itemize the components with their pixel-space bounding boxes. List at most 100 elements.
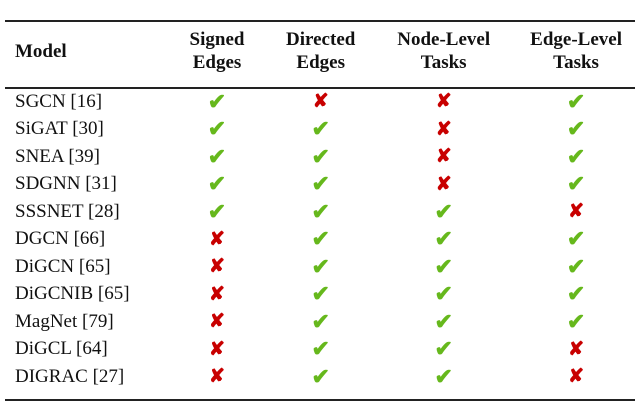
check-icon: ✔ bbox=[434, 336, 453, 362]
feature-cell: ✔ bbox=[271, 171, 370, 199]
table-row: DIGRAC [27]✘✔✔✘ bbox=[5, 363, 635, 391]
header-rule bbox=[5, 87, 635, 89]
feature-cell: ✔ bbox=[271, 281, 370, 309]
cross-icon: ✘ bbox=[568, 366, 585, 388]
header-text: Node-Level bbox=[397, 29, 491, 50]
feature-cell: ✔ bbox=[517, 308, 635, 336]
check-icon: ✔ bbox=[434, 198, 453, 224]
model-name: DiGCL [64] bbox=[15, 338, 108, 360]
check-icon: ✔ bbox=[311, 336, 330, 362]
feature-cell: ✔ bbox=[370, 253, 517, 281]
header-text: Model bbox=[15, 40, 67, 62]
model-name: DIGRAC [27] bbox=[15, 365, 125, 387]
cross-icon: ✘ bbox=[209, 338, 225, 360]
feature-cell: ✘ bbox=[370, 82, 517, 116]
feature-cell: ✘ bbox=[163, 308, 271, 336]
feature-cell: ✔ bbox=[370, 336, 517, 364]
top-rule bbox=[5, 20, 635, 22]
feature-cell: ✘ bbox=[163, 253, 271, 281]
check-icon: ✔ bbox=[207, 143, 227, 169]
check-icon: ✔ bbox=[566, 116, 586, 142]
check-icon: ✔ bbox=[566, 226, 586, 252]
check-icon: ✔ bbox=[207, 198, 227, 224]
feature-cell: ✔ bbox=[517, 253, 635, 281]
header-text: Tasks bbox=[420, 52, 467, 73]
table-row: SiGAT [30] ✔ ✔ ✘ ✔ bbox=[5, 116, 635, 144]
feature-cell: ✘ bbox=[163, 336, 271, 364]
check-icon: ✔ bbox=[207, 116, 227, 142]
table-row: SDGNN [31]✔✔✘✔ bbox=[5, 171, 635, 199]
feature-cell: ✘ bbox=[517, 336, 635, 364]
cross-icon: ✘ bbox=[209, 228, 225, 250]
cross-icon: ✘ bbox=[435, 91, 452, 113]
check-icon: ✔ bbox=[566, 308, 586, 334]
model-name: DGCN [66] bbox=[15, 228, 106, 250]
feature-cell: ✔ bbox=[163, 171, 271, 199]
check-icon: ✔ bbox=[207, 171, 227, 197]
feature-cell: ✔ bbox=[271, 116, 370, 144]
header-text: Tasks bbox=[553, 52, 599, 73]
cross-icon: ✘ bbox=[568, 338, 585, 360]
feature-cell: ✔ bbox=[517, 82, 635, 116]
feature-cell: ✘ bbox=[370, 116, 517, 144]
feature-cell: ✘ bbox=[163, 281, 271, 309]
table-row: SGCN [16]✔✘✘✔ bbox=[5, 82, 635, 116]
feature-cell: ✔ bbox=[271, 143, 370, 171]
cross-icon: ✘ bbox=[209, 256, 225, 278]
header-text: Directed bbox=[286, 29, 356, 50]
header-text: Edge-Level bbox=[530, 29, 622, 50]
check-icon: ✔ bbox=[311, 226, 330, 252]
check-icon: ✔ bbox=[311, 116, 330, 142]
check-icon: ✔ bbox=[311, 253, 330, 279]
check-icon: ✔ bbox=[311, 308, 330, 334]
check-icon: ✔ bbox=[311, 281, 330, 307]
feature-cell: ✔ bbox=[271, 363, 370, 391]
feature-cell: ✔ bbox=[370, 363, 517, 391]
feature-cell: ✔ bbox=[517, 281, 635, 309]
model-name: MagNet [79] bbox=[15, 310, 114, 332]
feature-cell: ✔ bbox=[271, 308, 370, 336]
table-row: DiGCNIB [65] ✘ ✔ ✔ ✔ bbox=[5, 281, 635, 309]
check-icon: ✔ bbox=[566, 171, 586, 197]
check-icon: ✔ bbox=[434, 253, 453, 279]
check-icon: ✔ bbox=[566, 281, 586, 307]
check-icon: ✔ bbox=[566, 88, 586, 114]
check-icon: ✔ bbox=[311, 143, 330, 169]
table-row: DiGCL [64] ✘ ✔ ✔ ✘ bbox=[5, 336, 635, 364]
feature-cell: ✘ bbox=[517, 198, 635, 226]
feature-cell: ✔ bbox=[271, 198, 370, 226]
header-text: Edges bbox=[192, 52, 242, 73]
model-name: SNEA [39] bbox=[15, 145, 100, 167]
feature-cell: ✘ bbox=[517, 363, 635, 391]
model-name: SSSNET [28] bbox=[15, 200, 120, 222]
table-row: DiGCN [65]✘✔✔✔ bbox=[5, 253, 635, 281]
cross-icon: ✘ bbox=[209, 283, 225, 305]
cross-icon: ✘ bbox=[209, 311, 225, 333]
check-icon: ✔ bbox=[311, 363, 330, 389]
feature-cell: ✔ bbox=[517, 116, 635, 144]
check-icon: ✔ bbox=[434, 308, 453, 334]
check-icon: ✔ bbox=[434, 226, 453, 252]
feature-cell: ✔ bbox=[370, 198, 517, 226]
check-icon: ✔ bbox=[434, 281, 453, 307]
feature-cell: ✔ bbox=[370, 226, 517, 254]
feature-cell: ✘ bbox=[271, 82, 370, 116]
model-name: DiGCNIB [65] bbox=[15, 283, 130, 305]
table-row: SSSNET [28] ✔ ✔ ✔ ✘ bbox=[5, 198, 635, 226]
check-icon: ✔ bbox=[566, 253, 586, 279]
model-name: SiGAT [30] bbox=[15, 118, 104, 140]
column-header: Model bbox=[5, 22, 163, 82]
model-name: SGCN [16] bbox=[15, 90, 103, 112]
cross-icon: ✘ bbox=[435, 173, 452, 195]
header-text: Edges bbox=[296, 52, 345, 73]
feature-cell: ✔ bbox=[517, 143, 635, 171]
feature-cell: ✔ bbox=[163, 198, 271, 226]
cross-icon: ✘ bbox=[568, 201, 585, 223]
feature-cell: ✔ bbox=[517, 171, 635, 199]
